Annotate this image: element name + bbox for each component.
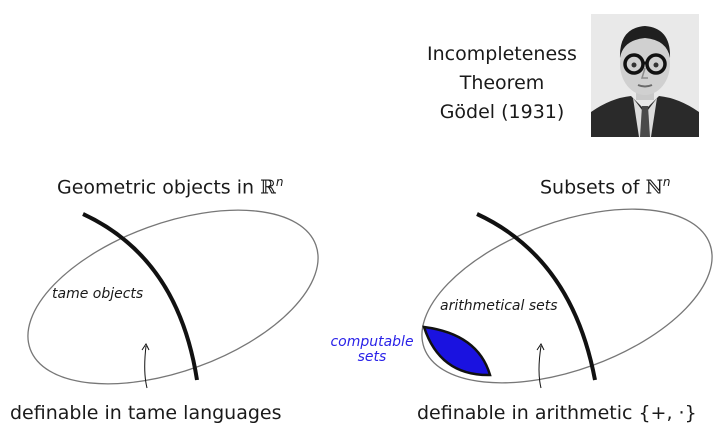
left-heading-set: ℝ <box>260 176 276 199</box>
portrait-image <box>591 14 699 137</box>
arithmetical-sets-label: arithmetical sets <box>440 298 558 314</box>
right-pointer-arrow <box>538 345 542 389</box>
computable-label-line-2: sets <box>357 349 387 365</box>
right-ellipse <box>421 208 713 384</box>
right-heading: Subsets of ℕn <box>540 176 670 197</box>
tame-objects-label: tame objects <box>52 286 144 302</box>
left-heading-prefix: Geometric objects in <box>57 176 261 199</box>
left-ellipse <box>27 209 319 385</box>
caption-line-1: Incompleteness <box>427 43 577 65</box>
left-boundary-curve <box>82 212 199 381</box>
right-boundary-curve <box>476 212 597 381</box>
computable-label-line-1: computable <box>330 334 414 350</box>
right-heading-prefix: Subsets of <box>540 176 646 199</box>
computable-sets-label: computable sets <box>326 335 418 365</box>
right-arrow-head <box>536 343 545 351</box>
left-arrow-head <box>141 343 150 351</box>
left-heading-exponent: n <box>275 175 284 189</box>
caption-line-3: Gödel (1931) <box>439 101 565 123</box>
right-caption: definable in arithmetic {+, ·} <box>417 402 697 424</box>
left-pointer-arrow <box>144 345 148 389</box>
left-heading: Geometric objects in ℝn <box>57 176 284 197</box>
computable-region <box>422 325 492 377</box>
godel-portrait <box>591 14 699 137</box>
portrait-caption: Incompleteness Theorem Gödel (1931) <box>412 40 592 127</box>
left-caption: definable in tame languages <box>10 402 282 424</box>
caption-line-2: Theorem <box>459 72 545 94</box>
right-heading-exponent: n <box>662 175 671 189</box>
right-heading-set: ℕ <box>645 176 663 199</box>
